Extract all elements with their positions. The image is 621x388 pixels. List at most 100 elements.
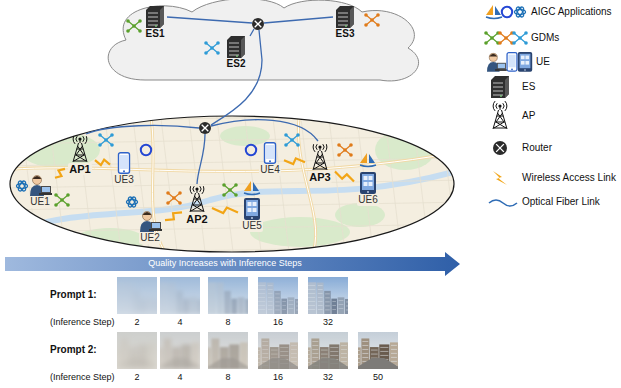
generated-image	[362, 341, 368, 342]
generated-image	[308, 332, 348, 369]
person-icon	[140, 212, 162, 233]
person-icon	[487, 53, 507, 71]
gdm-icon	[210, 46, 214, 50]
phone-icon	[119, 153, 130, 174]
gdm-icon	[512, 31, 528, 45]
tower-icon	[200, 186, 201, 192]
gdm-icon	[484, 41, 488, 45]
server-icon	[336, 6, 354, 28]
generated-image	[391, 353, 397, 354]
app-icon	[360, 153, 367, 163]
generated-image	[117, 332, 157, 369]
server-icon	[493, 90, 503, 91]
map-region	[328, 110, 346, 260]
step-number: 4	[165, 372, 195, 382]
phone-icon	[507, 53, 517, 72]
server-icon	[345, 25, 347, 27]
step-number: 2	[122, 317, 152, 327]
tablet-icon	[360, 172, 376, 194]
app-icon	[486, 17, 502, 19]
tower-icon	[316, 163, 326, 169]
tower-icon	[493, 101, 495, 111]
user-equipment: UE4	[257, 142, 283, 176]
generated-image	[380, 355, 388, 356]
tower-icon	[313, 144, 315, 152]
server-icon	[148, 12, 158, 13]
tablet-icon	[524, 69, 526, 71]
gdm-icon	[364, 23, 368, 27]
wireless-link	[55, 169, 65, 178]
fiber-symbol	[489, 200, 517, 206]
user-equipment: UE6	[355, 172, 381, 206]
tower-icon	[323, 144, 324, 150]
legend-label: Router	[522, 142, 552, 154]
node-label: UE1	[29, 196, 50, 208]
person-icon	[489, 54, 497, 57]
gdm-icon	[284, 143, 288, 147]
server-icon	[493, 82, 503, 83]
tower-icon	[78, 146, 85, 155]
tower-icon	[496, 122, 506, 128]
gdm-icon	[234, 183, 238, 187]
wireless-link	[284, 158, 305, 164]
gdm-icon	[234, 193, 238, 197]
gdm-icon	[504, 36, 508, 40]
generated-image	[160, 277, 200, 314]
user-equipment: UE1	[26, 174, 54, 208]
generated-image	[362, 349, 368, 350]
phone-icon	[120, 155, 128, 169]
gdm-icon	[178, 191, 182, 195]
wireless-link	[335, 171, 354, 181]
edge-server: ES2	[224, 36, 249, 70]
server-icon	[493, 86, 503, 87]
app-icon	[244, 181, 260, 195]
generated-image	[258, 332, 298, 369]
tower-icon	[316, 154, 323, 163]
access-point: AP1	[66, 136, 94, 175]
tower-icon	[318, 145, 321, 148]
person-icon	[33, 176, 42, 179]
gdm-icon	[104, 138, 108, 142]
tower-icon	[74, 155, 84, 161]
tower-icon	[498, 113, 505, 122]
gdm-icon	[126, 19, 130, 23]
tablet-icon	[525, 61, 529, 65]
app-icon	[17, 180, 28, 192]
step-number: 2	[122, 372, 152, 382]
gdm-icon	[98, 143, 102, 147]
phone-icon	[511, 68, 513, 70]
step-number: 32	[313, 317, 343, 327]
generated-image	[358, 332, 398, 369]
node-icon	[243, 198, 261, 220]
gdm-icon	[54, 193, 58, 197]
tower-icon	[313, 144, 327, 170]
server-icon	[229, 46, 239, 47]
server-icon	[505, 76, 509, 98]
app-icon	[515, 6, 526, 18]
phone-icon	[265, 143, 276, 164]
app-icon	[141, 145, 151, 155]
lightning-symbol	[493, 171, 507, 185]
map-region	[220, 126, 270, 146]
person-icon	[149, 229, 162, 231]
generated-image	[258, 277, 298, 314]
step-number: 8	[213, 317, 243, 327]
app-icon	[502, 7, 512, 17]
edge-server: ES1	[143, 6, 168, 40]
gdm-icon	[512, 31, 516, 35]
app-icon	[17, 180, 27, 192]
gdm-icon	[364, 13, 368, 17]
node-icon	[138, 210, 162, 232]
server-icon	[229, 50, 239, 51]
tower-icon	[498, 104, 501, 107]
node-label: UE2	[139, 232, 160, 244]
app-icon	[369, 154, 375, 163]
node-icon	[359, 172, 377, 194]
tower-icon	[494, 122, 504, 128]
gdm-icon	[166, 201, 170, 205]
access-point: AP2	[183, 186, 211, 225]
app-icon	[486, 5, 493, 15]
node-icon	[263, 142, 277, 164]
generated-image	[308, 332, 348, 369]
phone-icon	[123, 170, 125, 172]
